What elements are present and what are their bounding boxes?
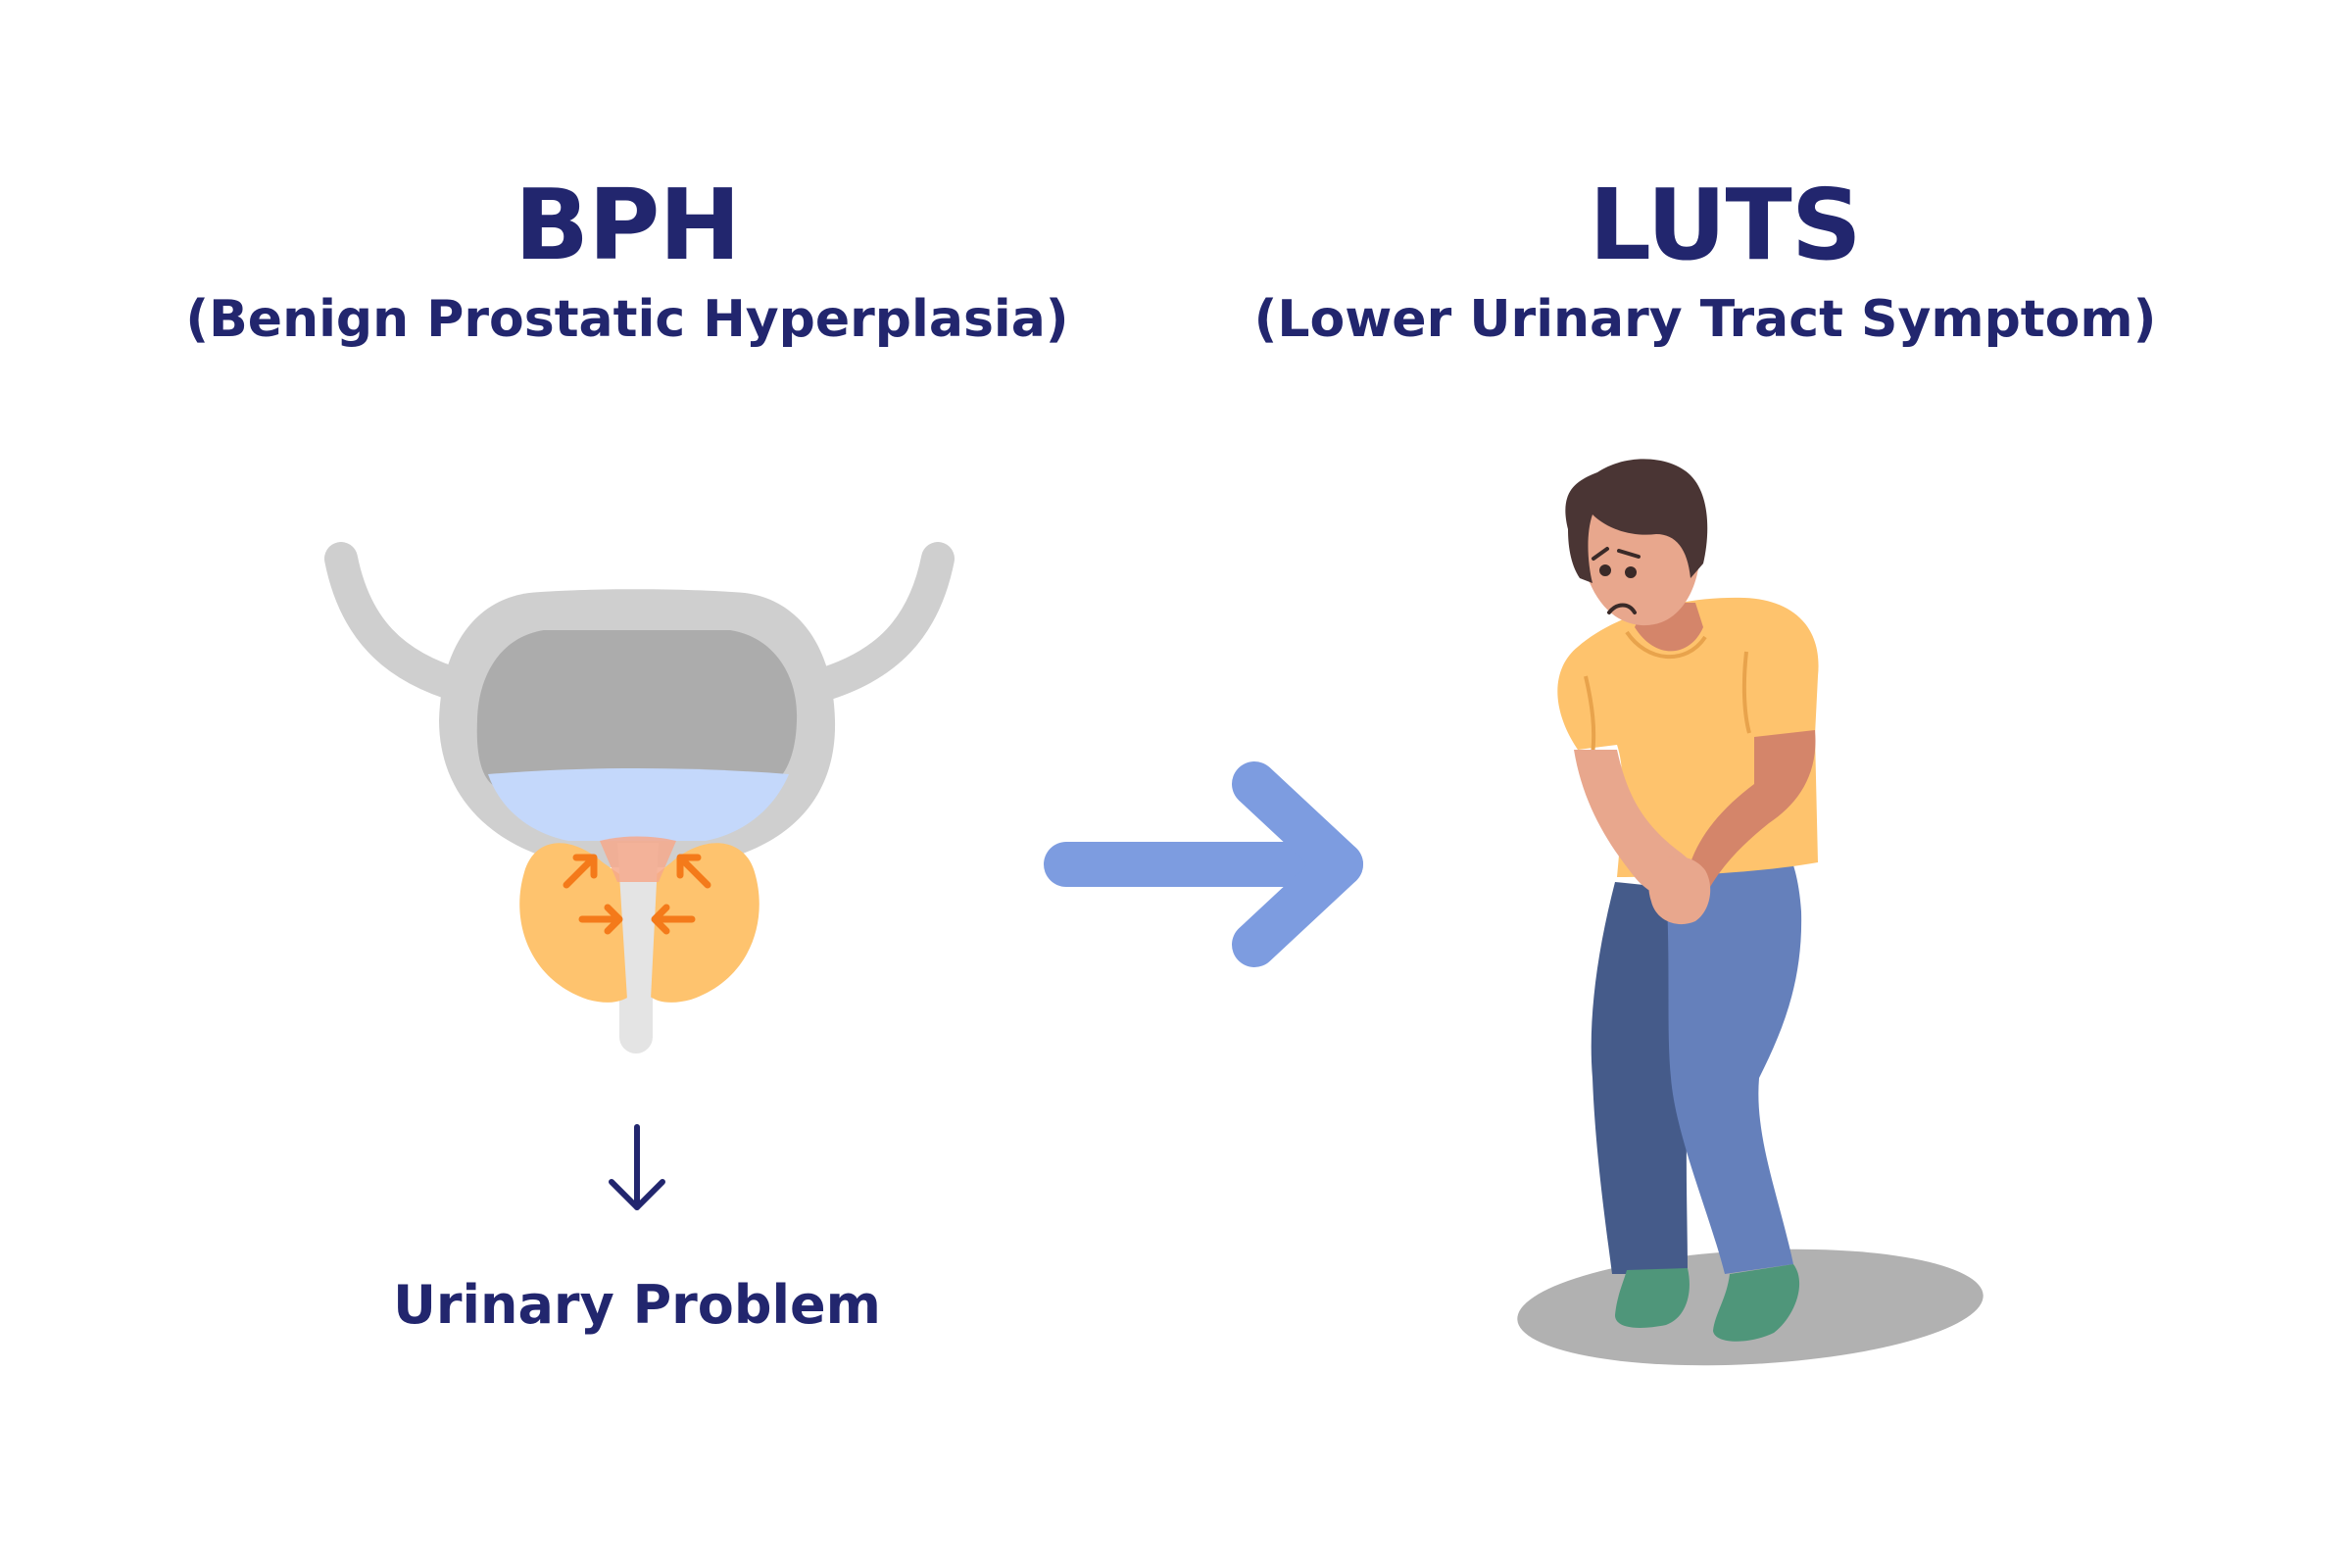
urethra-redness [600,836,676,882]
urinary-problem-label: Urinary Problem [393,1274,881,1336]
bladder-prostate-illustration [324,542,955,1054]
bladder-inner [476,630,798,789]
hands [1648,856,1711,925]
right-ureter [802,542,955,703]
front-leg [1666,853,1802,1274]
arrow-down-icon [609,1124,665,1210]
urine [488,768,789,841]
left-ureter [324,542,477,703]
shirt-collar [1625,630,1707,660]
compression-arrows [563,854,711,935]
shirt-fold-2 [1741,651,1751,734]
right-shoe [1713,1264,1800,1342]
left-shoe [1615,1268,1690,1328]
luts-title: LUTS [1589,168,1862,282]
man-holding-groin-illustration [1517,459,1984,1366]
bph-title: BPH [514,168,741,282]
worried-face [1592,547,1641,614]
arrow-right-icon [1044,761,1363,967]
front-arm [1687,730,1816,892]
luts-subtitle: (Lower Urinary Tract Symptom) [1253,290,2157,349]
prostate-right-lobe [634,843,760,1003]
bph-subtitle: (Benign Prostatic Hyperplasia) [185,290,1069,349]
shirt-fold [1584,675,1596,756]
prostate-left-lobe [519,843,645,1003]
hair [1565,459,1708,583]
